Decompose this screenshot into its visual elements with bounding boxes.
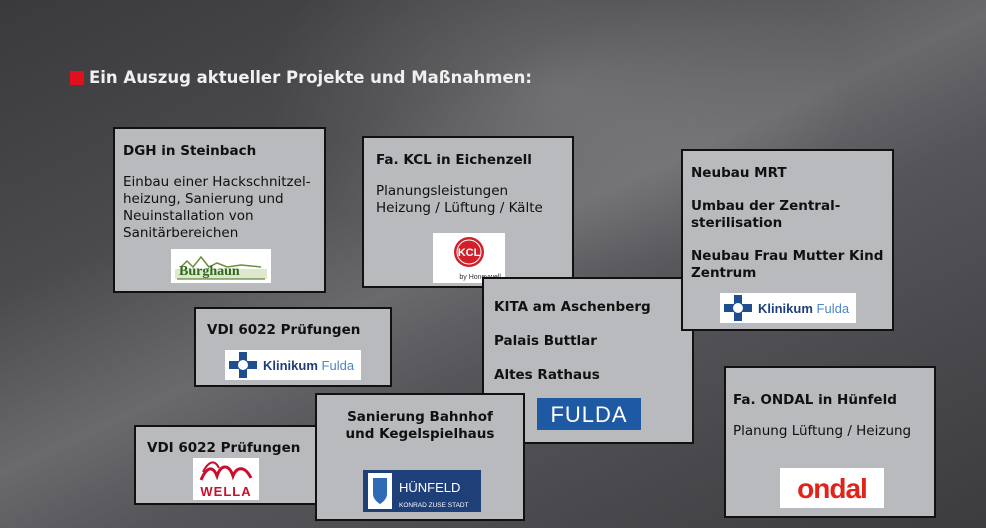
project-title: Fa. KCL in Eichenzell (376, 152, 532, 168)
klinikum-fulda-logo: Klinikum Fulda (225, 350, 361, 380)
huenfeld-logo-text: HÜNFELD (399, 480, 461, 495)
klinikum-cross-icon (724, 295, 752, 321)
project-card-kita: KITA am Aschenberg Palais Buttlar Altes … (482, 277, 694, 444)
section-heading: Ein Auszug aktueller Projekte und Maßnah… (70, 68, 532, 87)
project-line: Palais Buttlar (494, 333, 597, 349)
project-card-kcl-eichenzell: Fa. KCL in Eichenzell Planungsleistungen… (362, 136, 574, 288)
description-line: Einbau einer Hackschnitzel- (123, 174, 311, 190)
project-line: Zentrum (691, 265, 757, 281)
burghaun-logo-text: Burghaun (179, 264, 240, 279)
ondal-logo-text: ondal (797, 472, 868, 504)
burghaun-logo: Burghaun (171, 249, 271, 283)
kcl-logo-subtext: by Honeywell (459, 274, 501, 281)
project-line: Altes Rathaus (494, 367, 600, 383)
project-line: Neubau Frau Mutter Kind (691, 248, 884, 264)
project-card-dgh-steinbach: DGH in Steinbach Einbau einer Hackschnit… (113, 127, 326, 293)
klinikum-fulda-logo: Klinikum Fulda (720, 293, 856, 323)
huenfeld-logo: HÜNFELD KONRAD ZUSE STADT (363, 470, 481, 512)
ondal-logo: ondal (780, 468, 884, 508)
project-line: KITA am Aschenberg (494, 299, 651, 315)
project-title: VDI 6022 Prüfungen (207, 322, 361, 338)
klinikum-cross-icon (229, 352, 257, 378)
description-line: Heizung / Lüftung / Kälte (376, 200, 543, 216)
project-line: und Kegelspielhaus (345, 426, 495, 442)
fulda-logo-text: FULDA (550, 401, 628, 427)
burghaun-logo-graphic (175, 255, 267, 280)
description-line: Planungsleistungen (376, 183, 509, 199)
wella-wave-graphic (199, 461, 253, 481)
project-description: Planung Lüftung / Heizung (733, 423, 912, 439)
klinikum-logo-text: Klinikum Fulda (758, 300, 850, 316)
huenfeld-logo-subtext: KONRAD ZUSE STADT (399, 502, 469, 509)
project-line: Neubau MRT (691, 165, 787, 181)
project-description: Planungsleistungen Heizung / Lüftung / K… (376, 183, 572, 217)
project-line: sterilisation (691, 215, 783, 231)
project-line: Sanierung Bahnhof (347, 409, 493, 425)
description-line: Sanitärbereichen (123, 225, 239, 241)
wella-logo-text: WELLA (200, 484, 252, 499)
project-line: Umbau der Zentral- (691, 198, 841, 214)
fulda-logo: FULDA (537, 398, 641, 430)
description-line: Neuinstallation von (123, 208, 254, 224)
kcl-logo-text: KCL (457, 247, 481, 259)
project-card-vdi-klinikum: VDI 6022 Prüfungen Klinikum Fulda (194, 307, 392, 387)
project-title: DGH in Steinbach (123, 143, 257, 159)
project-description: Einbau einer Hackschnitzel- heizung, San… (123, 174, 324, 242)
project-card-bahnhof: Sanierung Bahnhof und Kegelspielhaus HÜN… (315, 393, 525, 521)
section-heading-text: Ein Auszug aktueller Projekte und Maßnah… (89, 68, 533, 87)
project-card-ondal: Fa. ONDAL in Hünfeld Planung Lüftung / H… (724, 366, 936, 518)
kcl-logo-graphic (454, 237, 484, 267)
wella-logo: WELLA (193, 458, 259, 500)
huenfeld-crest-icon (368, 473, 392, 509)
project-card-klinikum-neubau: Neubau MRT Umbau der Zentral- sterilisat… (681, 149, 894, 331)
klinikum-logo-text: Klinikum Fulda (263, 357, 355, 373)
project-title: VDI 6022 Prüfungen (147, 440, 301, 456)
description-line: heizung, Sanierung und (123, 191, 284, 207)
kcl-logo: KCL by Honeywell (433, 233, 505, 283)
project-title: Fa. ONDAL in Hünfeld (733, 392, 897, 408)
project-card-vdi-wella: VDI 6022 Prüfungen WELLA (134, 425, 317, 505)
bullet-square-icon (70, 70, 84, 85)
